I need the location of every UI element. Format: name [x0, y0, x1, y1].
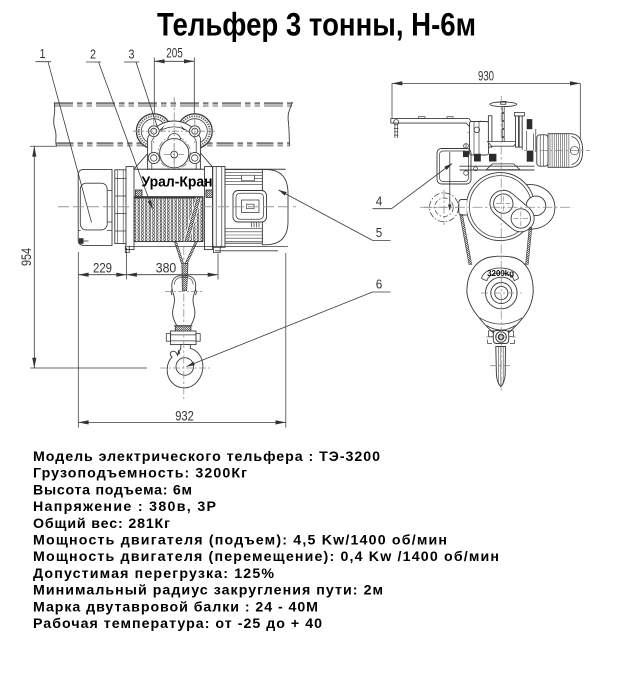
svg-text:930: 930 [478, 69, 494, 84]
svg-text:932: 932 [175, 409, 194, 424]
svg-text:3: 3 [129, 47, 135, 62]
svg-text:1: 1 [40, 46, 46, 61]
svg-text:Мощность двигателя (перемещени: Мощность двигателя (перемещение): 0,4 Kw… [33, 549, 499, 565]
svg-text:205: 205 [166, 46, 183, 61]
svg-text:Марка двутавровой балки : 24 -: Марка двутавровой балки : 24 - 40M [33, 599, 318, 615]
svg-text:Напряжение : 380в, 3Р: Напряжение : 380в, 3Р [33, 499, 216, 515]
svg-text:2: 2 [90, 47, 96, 62]
svg-text:954: 954 [19, 248, 34, 266]
svg-text:Тельфер 3 тонны, Н-6м: Тельфер 3 тонны, Н-6м [157, 7, 476, 43]
svg-text:229: 229 [93, 260, 112, 275]
svg-text:Грузоподъемность: 3200Кг: Грузоподъемность: 3200Кг [33, 466, 247, 482]
svg-text:380: 380 [156, 260, 177, 275]
svg-text:5: 5 [376, 225, 383, 240]
svg-text:Допустимая перегрузка: 125%: Допустимая перегрузка: 125% [33, 566, 274, 582]
svg-text:Урал-Кран: Урал-Кран [142, 174, 213, 191]
svg-text:Общий вес: 281Кг: Общий вес: 281Кг [33, 516, 170, 532]
svg-text:6: 6 [376, 277, 383, 292]
svg-text:Рабочая температура: от -25 до: Рабочая температура: от -25 до + 40 [33, 616, 322, 632]
svg-text:Минимальный радиус закругления: Минимальный радиус закругления пути: 2м [33, 583, 383, 599]
svg-text:Модель электрического тельфера: Модель электрического тельфера : ТЭ-3200 [33, 449, 380, 465]
svg-text:Мощность двигателя (подъем): 4: Мощность двигателя (подъем): 4,5 Kw/1400… [33, 533, 447, 549]
svg-text:4: 4 [376, 194, 383, 209]
svg-text:Высота подъема: 6м: Высота подъема: 6м [33, 482, 192, 498]
svg-text:3200kg: 3200kg [487, 269, 514, 278]
